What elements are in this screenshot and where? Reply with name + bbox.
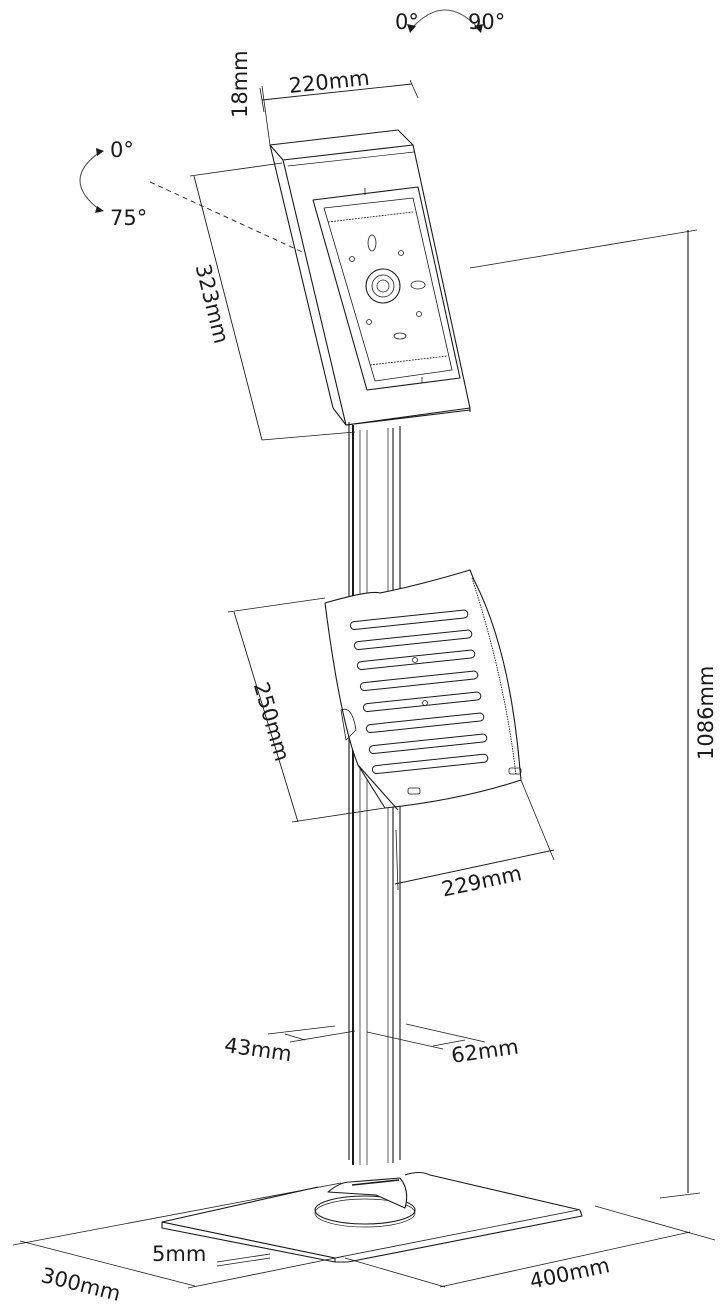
holder-slots [349, 609, 489, 775]
brochure-holder [324, 569, 522, 811]
swivel-start-label: 0° [395, 10, 419, 34]
tilt-rotation-arrow-icon [79, 148, 104, 213]
tilt-start-label: 0° [110, 138, 134, 162]
base-plate [12, 1171, 716, 1289]
pole-foot [314, 1177, 416, 1228]
swivel-rotation-arrow-icon [407, 9, 483, 33]
total-height-label: 1086mm [694, 665, 718, 760]
swivel-end-label: 90° [468, 10, 506, 34]
enclosure-depth-label: 18mm [228, 50, 252, 118]
tablet-enclosure [269, 129, 471, 426]
base-thickness-label: 5mm [152, 1242, 207, 1266]
tilt-end-label: 75° [110, 206, 148, 230]
